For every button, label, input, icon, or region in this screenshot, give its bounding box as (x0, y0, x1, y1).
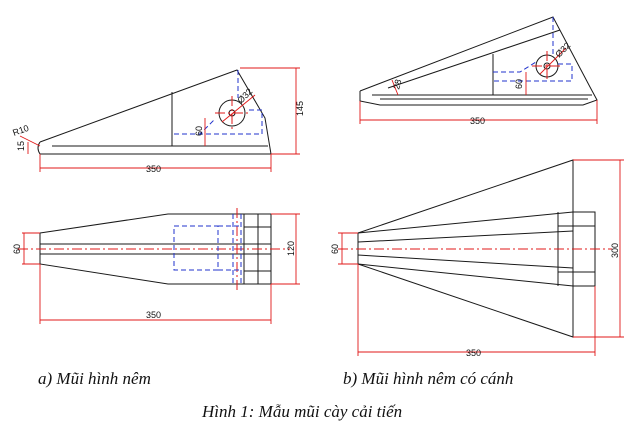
dimension-lines (359, 47, 598, 124)
dim-a-side-radius: R10 (11, 123, 30, 138)
dim-b-side-tip-height: 28 (391, 78, 403, 90)
figure-caption: Hình 1: Mẫu mũi cày cải tiến (202, 402, 403, 421)
view-b-side: Ø32 60 28 350 (359, 16, 598, 126)
dim-b-side-hole-height: 60 (514, 79, 524, 89)
dim-a-side-length: 350 (146, 164, 161, 174)
dim-a-top-end-width: 120 (286, 241, 296, 256)
view-a-side: R10 15 350 Ø32 60 145 (11, 67, 305, 174)
dim-a-top-tip-width: 60 (12, 244, 22, 254)
dim-b-side-hole-dia: Ø32 (553, 40, 572, 59)
dim-b-top-end-width: 300 (610, 243, 620, 258)
view-a-top: 60 120 350 (12, 208, 300, 324)
dim-b-top-tip-width: 60 (330, 244, 340, 254)
dim-b-side-length: 350 (470, 116, 485, 126)
caption-a: a) Mũi hình nêm (38, 369, 151, 388)
dim-a-side-tip-height: 15 (16, 141, 26, 151)
dimension-lines (19, 67, 300, 172)
caption-b: b) Mũi hình nêm có cánh (343, 369, 514, 388)
dim-b-top-length: 350 (466, 348, 481, 358)
dimension-lines (338, 159, 624, 356)
dimension-lines (22, 213, 300, 324)
dim-a-side-height: 145 (295, 101, 305, 116)
view-b-top: 60 300 350 (330, 159, 624, 358)
dim-a-side-hole-height: 60 (194, 126, 204, 136)
dim-a-top-length: 350 (146, 310, 161, 320)
